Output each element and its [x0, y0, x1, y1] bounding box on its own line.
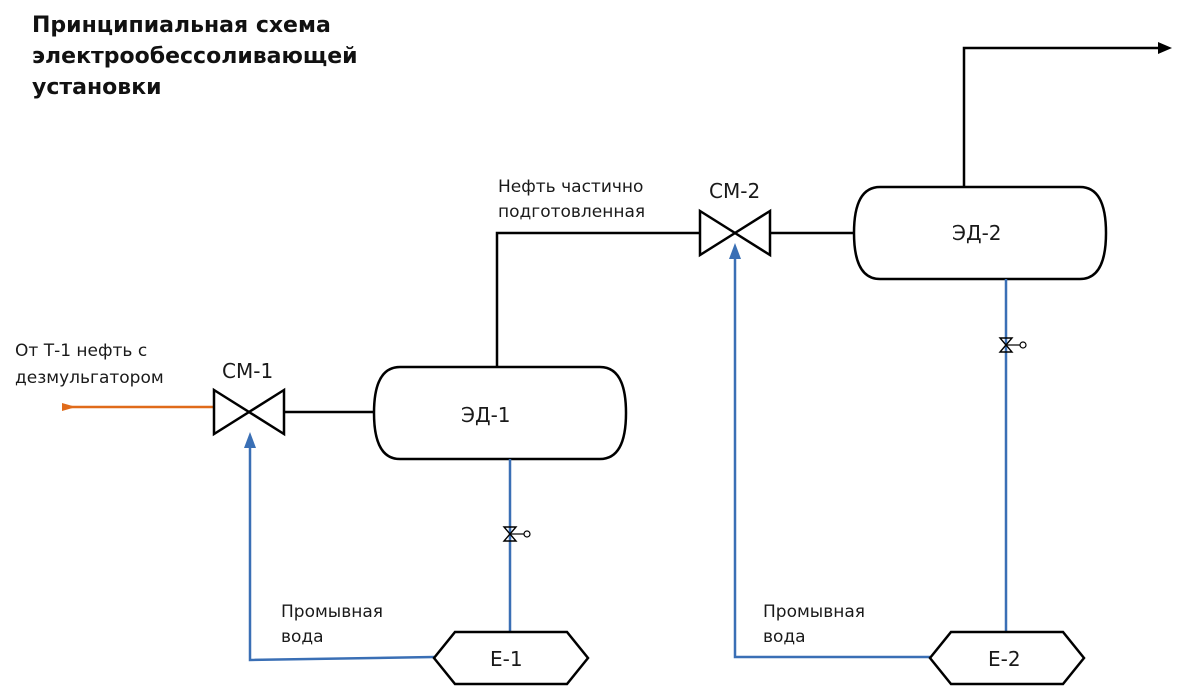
dehydrator-2-vessel [852, 185, 1108, 281]
mixer-1-label: СМ-1 [222, 359, 273, 383]
wash-water-line-2 [729, 243, 1008, 659]
wash-water-line-1 [244, 432, 512, 662]
wash-water-1-label-line2: вода [281, 627, 324, 647]
feed-arrow-icon [62, 403, 76, 411]
tank-2-vessel [928, 630, 1086, 686]
tank-2-label: Е-2 [988, 647, 1021, 671]
oil-line-ed1-m2 [495, 231, 700, 367]
water-arrow-2-icon [729, 243, 741, 259]
drain-valve-1-icon [502, 526, 531, 542]
dehydrator-2-label: ЭД-2 [952, 221, 1002, 245]
inlet-label-line1: От Т-1 нефть с [15, 341, 147, 361]
tank-1-label: Е-1 [490, 647, 523, 671]
partial-oil-label-line1: Нефть частично [498, 177, 643, 197]
dehydrator-1-label: ЭД-1 [461, 403, 511, 427]
tank-1-vessel [432, 630, 590, 686]
wash-water-2-label-line1: Промывная [763, 602, 865, 622]
inlet-label-line2: дезмульгатором [15, 368, 164, 388]
outlet-arrow-icon [1158, 42, 1172, 54]
water-arrow-1-icon [244, 432, 256, 448]
wash-water-1-label-line1: Промывная [281, 602, 383, 622]
mixer-2-label: СМ-2 [709, 179, 760, 203]
feed-line [62, 403, 214, 411]
wash-water-2-label-line2: вода [763, 627, 806, 647]
dehydrator-1-vessel [372, 365, 628, 461]
drain-valve-2-icon [998, 337, 1027, 353]
mixer-1-valve-icon [212, 387, 286, 437]
partial-oil-label-line2: подготовленная [498, 202, 645, 222]
diagram-title: Принципиальная схема электрообессоливающ… [32, 13, 358, 100]
product-outlet-line [962, 42, 1172, 187]
